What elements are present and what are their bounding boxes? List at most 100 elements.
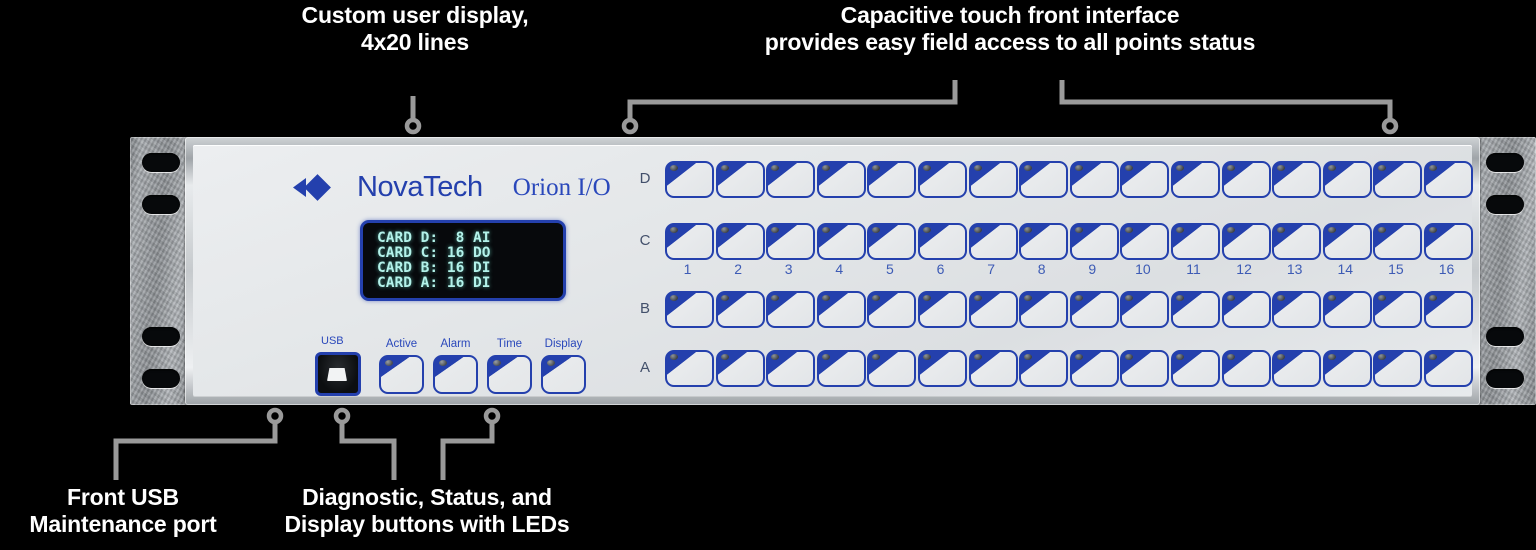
row-label-b: B [639,300,650,317]
pad-led-icon [872,354,881,360]
pad-led-icon [1226,227,1235,233]
leader-dot-touch-right [1381,117,1399,135]
touch-pad-a-11[interactable] [1171,350,1220,387]
touch-pad-a-15[interactable] [1373,350,1423,387]
column-label-2: 2 [734,261,742,277]
touch-pad-a-16[interactable] [1424,350,1473,387]
usb-b-connector-icon[interactable] [315,352,361,396]
touch-pad-b-5[interactable] [867,291,917,328]
pad-led-icon [1378,295,1387,301]
touch-pad-b-11[interactable] [1171,291,1220,328]
alarm-button[interactable]: Alarm [433,338,478,394]
pad-led-icon [1024,227,1033,233]
touch-pad-c-2[interactable] [715,223,765,260]
touch-pad-b-1[interactable] [665,291,714,328]
touch-pad-a-3[interactable] [766,350,816,387]
touch-pad-d-10[interactable] [1120,161,1170,198]
leader-dot-usb [266,407,284,425]
touch-pad-c-9[interactable] [1069,223,1119,260]
touch-pad-a-14[interactable] [1322,350,1372,387]
touch-pad-c-6[interactable] [918,223,967,260]
touch-pad-a-8[interactable] [1019,350,1069,387]
touch-pad-c-5[interactable] [867,223,917,260]
touch-pad-a-9[interactable] [1069,350,1119,387]
touch-pad-a-13[interactable] [1272,350,1322,387]
time-button[interactable]: Time [487,338,532,394]
touch-pad-b-2[interactable] [715,291,765,328]
active-button[interactable]: Active [379,338,424,394]
rack-slot [142,327,180,346]
touch-pad-a-6[interactable] [918,350,967,387]
faceplate: NovaTech Orion I/O CARD D: 8 AI CARD C: … [193,145,1473,397]
touch-pad-c-14[interactable] [1322,223,1372,260]
touch-pad-a-7[interactable] [968,350,1018,387]
touch-pad-d-11[interactable] [1171,161,1220,198]
alarm-button-label: Alarm [440,338,471,350]
touch-pad-a-12[interactable] [1221,350,1271,387]
pad-led-icon [1176,354,1184,360]
touch-pad-d-7[interactable] [968,161,1018,198]
touch-pad-b-8[interactable] [1019,291,1069,328]
usb-callout: Front USB Maintenance port [29,484,217,537]
touch-pad-d-2[interactable] [715,161,765,198]
pad-led-icon [771,295,780,301]
rack-slot [142,195,180,214]
touch-pad-b-13[interactable] [1272,291,1322,328]
touch-pad-d-12[interactable] [1221,161,1271,198]
touch-pad-c-15[interactable] [1373,223,1423,260]
touch-pad-b-9[interactable] [1069,291,1119,328]
touch-pad-c-3[interactable] [766,223,816,260]
display-button[interactable]: Display [541,338,586,394]
touch-pad-a-4[interactable] [816,350,866,387]
touch-pad-c-10[interactable] [1120,223,1170,260]
touch-pad-b-16[interactable] [1424,291,1473,328]
pad-led-icon [923,227,931,233]
pad-led-icon [771,165,780,171]
touch-pad-d-13[interactable] [1272,161,1322,198]
touch-pad-b-15[interactable] [1373,291,1423,328]
touch-pad-b-7[interactable] [968,291,1018,328]
rack-slot [1486,327,1524,346]
column-label-16: 16 [1438,261,1455,277]
pad-led-icon [1378,165,1387,171]
touch-pad-b-14[interactable] [1322,291,1372,328]
touch-pad-c-1[interactable] [665,223,714,260]
touch-pad-d-16[interactable] [1424,161,1473,198]
rack-ear-right [1474,137,1536,405]
touch-pad-d-4[interactable] [816,161,866,198]
touch-pad-b-12[interactable] [1221,291,1271,328]
touch-pad-d-9[interactable] [1069,161,1119,198]
touch-pad-c-8[interactable] [1019,223,1069,260]
buttons-callout: Diagnostic, Status, and Display buttons … [284,484,570,537]
touch-pad-c-16[interactable] [1424,223,1473,260]
touch-pad-b-3[interactable] [766,291,816,328]
touch-pad-c-11[interactable] [1171,223,1220,260]
touch-pad-d-14[interactable] [1322,161,1372,198]
touch-pad-c-12[interactable] [1221,223,1271,260]
touch-pad-a-1[interactable] [665,350,714,387]
touch-pad-b-10[interactable] [1120,291,1170,328]
pad-led-icon [973,227,982,233]
touch-pad-a-5[interactable] [867,350,917,387]
touch-pad-b-4[interactable] [816,291,866,328]
pad-led-icon [1327,354,1336,360]
touch-pad-c-4[interactable] [816,223,866,260]
touch-pad-a-10[interactable] [1120,350,1170,387]
touch-pad-a-2[interactable] [715,350,765,387]
pad-led-icon [1176,227,1184,233]
touch-pad-c-13[interactable] [1272,223,1322,260]
lcd-line: CARD D: 8 AI [377,230,491,246]
touch-pad-d-8[interactable] [1019,161,1069,198]
usb-port[interactable]: USB [315,335,361,396]
touch-pad-b-6[interactable] [918,291,967,328]
touch-pad-c-7[interactable] [968,223,1018,260]
pad-led-icon [720,354,729,360]
touch-pad-d-1[interactable] [665,161,714,198]
pad-led-icon [670,227,678,233]
touch-pad-d-3[interactable] [766,161,816,198]
touch-pad-d-6[interactable] [918,161,967,198]
touch-pad-d-5[interactable] [867,161,917,198]
lcd-line: CARD B: 16 DI [377,260,491,276]
touch-pad-d-15[interactable] [1373,161,1423,198]
pad-led-icon [670,354,678,360]
